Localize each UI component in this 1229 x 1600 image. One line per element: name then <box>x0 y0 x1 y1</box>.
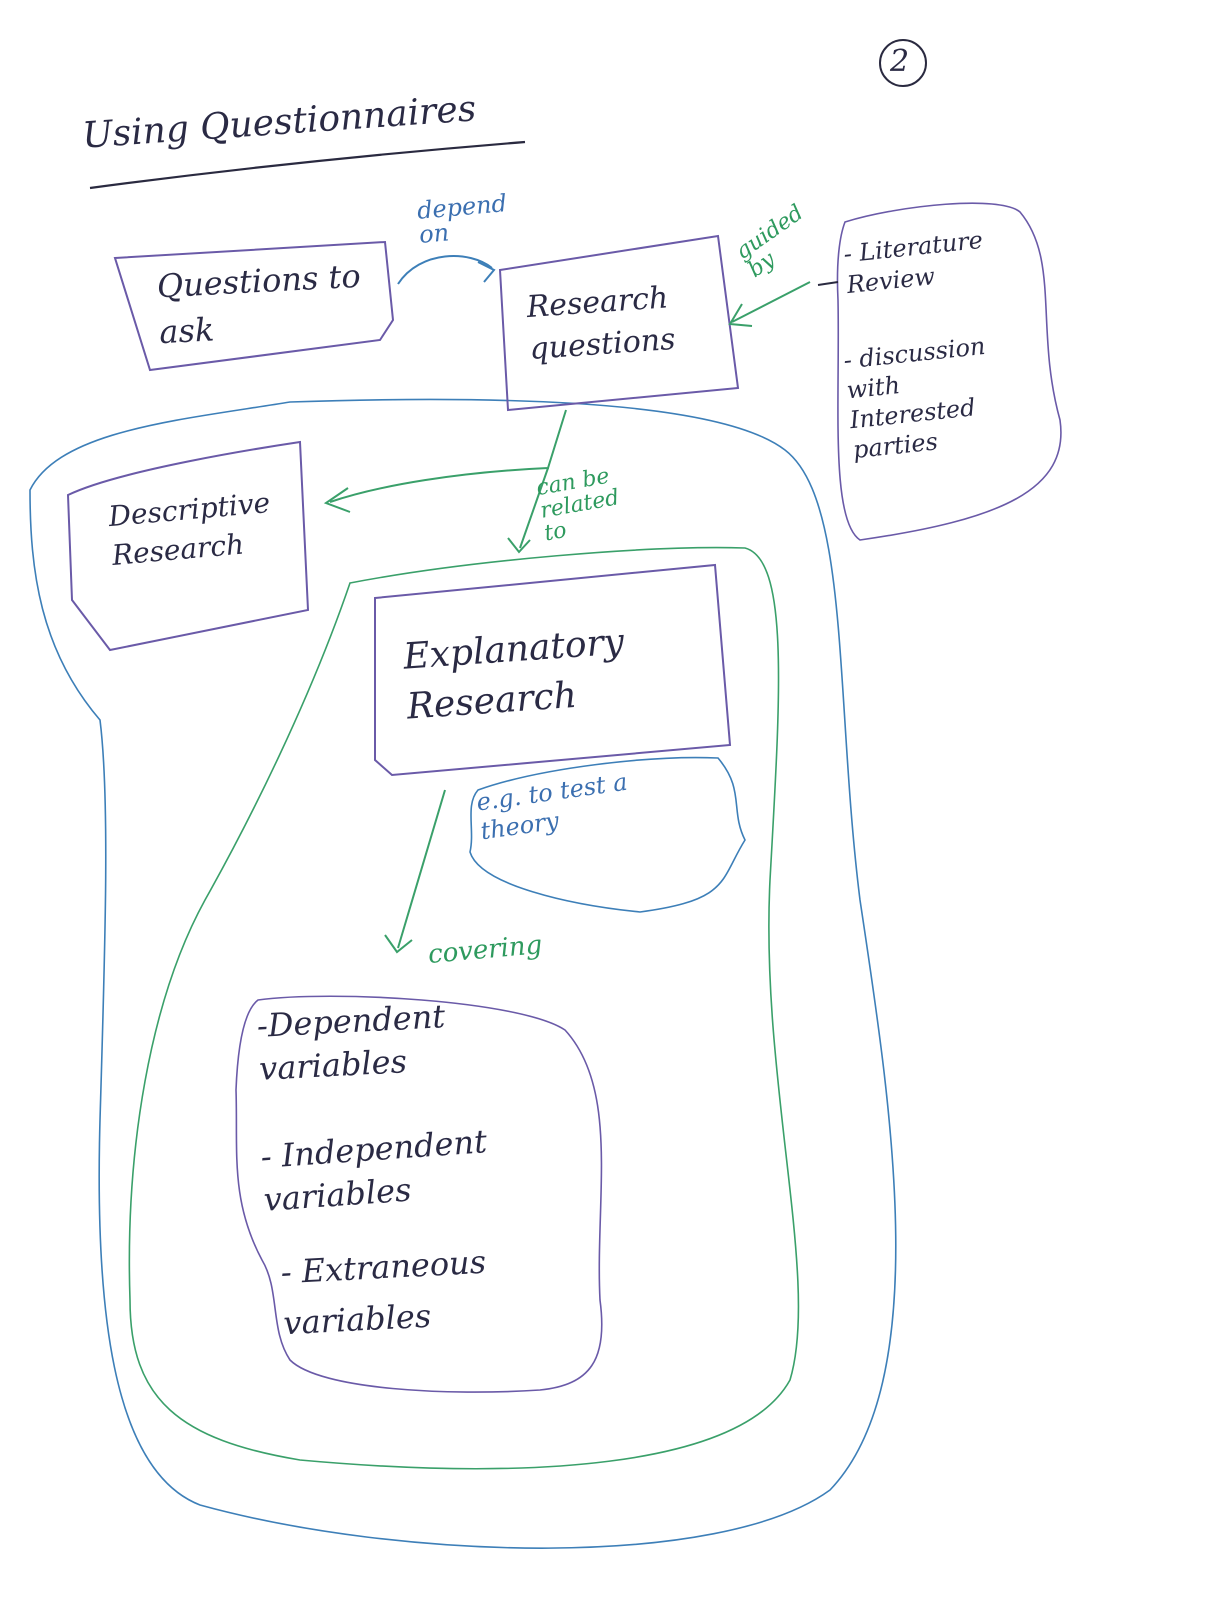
research-questions-label: Research questions <box>525 280 677 368</box>
covering-arrowhead <box>384 934 413 954</box>
depend-on-label: depend on <box>415 189 508 249</box>
page-number: 2 <box>890 44 910 79</box>
depend-on-arrowhead <box>477 261 496 283</box>
explanatory-research-box <box>374 563 732 777</box>
inner-explanatory-region <box>128 546 800 1470</box>
research-questions-box <box>498 234 740 412</box>
test-theory-blob <box>469 756 746 913</box>
variables-blob <box>235 995 603 1393</box>
descriptive-research-label: Descriptive Research <box>107 486 272 573</box>
explanatory-research-label: Explanatory Research <box>402 621 626 728</box>
questions-to-ask-box <box>113 240 395 372</box>
questions-to-ask-label: Questions to ask <box>155 256 362 352</box>
independent-variables-label: - Independent variables <box>259 1122 489 1219</box>
to-descriptive-arrow <box>329 409 567 503</box>
to-descriptive-arrowhead <box>323 487 351 513</box>
title-underline <box>89 140 526 190</box>
extraneous-variables-label: - Extraneous variables <box>279 1242 487 1343</box>
sources-blob <box>836 202 1062 541</box>
covering-arrow <box>397 789 446 949</box>
depend-on-arrow <box>397 255 493 285</box>
to-explanatory-arrow <box>519 467 549 549</box>
literature-dash <box>817 281 839 286</box>
descriptive-research-box <box>66 440 310 652</box>
can-be-related-to-label: can be related to <box>534 463 622 547</box>
discussion-label: - discussion with Interested parties <box>842 331 987 465</box>
to-explanatory-arrowhead <box>507 537 531 554</box>
page-number-circle <box>879 39 927 87</box>
guided-by-arrow <box>731 281 811 323</box>
outer-research-region <box>29 398 897 1549</box>
guided-by-arrowhead <box>728 303 753 327</box>
dependent-variables-label: -Dependent variables <box>255 997 447 1089</box>
